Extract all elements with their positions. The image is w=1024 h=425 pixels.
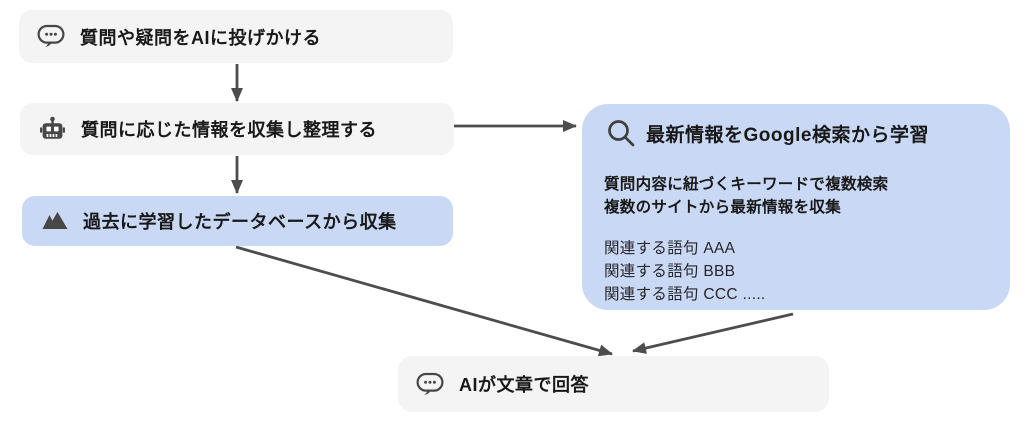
node-collect-info: 質問に応じた情報を収集し整理する	[20, 103, 454, 155]
keyword-line: 関連する語句 CCC .....	[604, 286, 766, 303]
search-panel-description: 質問内容に紐づくキーワードで複数検索 複数のサイトから最新情報を収集	[604, 173, 986, 219]
node-google-search: 最新情報をGoogle検索から学習 質問内容に紐づくキーワードで複数検索 複数の…	[582, 104, 1010, 310]
node-ask-question: 質問や疑問をAIに投げかける	[19, 10, 453, 63]
node-label: 質問に応じた情報を収集し整理する	[81, 120, 377, 140]
node-label: 質問や疑問をAIに投げかける	[80, 27, 321, 48]
keyword-line: 関連する語句 AAA	[604, 240, 736, 257]
node-label: 過去に学習したデータベースから収集	[83, 212, 397, 232]
search-panel-header: 最新情報をGoogle検索から学習	[604, 117, 986, 149]
mountain-icon	[38, 210, 70, 232]
description-line: 複数のサイトから最新情報を収集	[604, 199, 842, 216]
search-icon	[604, 117, 638, 149]
arrow-search-to-answer	[632, 312, 794, 354]
robot-icon	[36, 116, 68, 143]
node-label: AIが文章で回答	[459, 375, 589, 395]
arrow-database-to-answer	[235, 245, 613, 357]
description-line: 質問内容に紐づくキーワードで複数検索	[604, 176, 889, 193]
search-panel-title: 最新情報をGoogle検索から学習	[646, 124, 929, 146]
node-database-collect: 過去に学習したデータベースから収集	[22, 196, 453, 246]
chat-bubble-icon	[35, 24, 67, 49]
chat-bubble-icon	[414, 372, 446, 397]
search-panel-keywords: 関連する語句 AAA 関連する語句 BBB 関連する語句 CCC .....	[604, 237, 986, 306]
node-ai-answer: AIが文章で回答	[398, 356, 829, 412]
keyword-line: 関連する語句 BBB	[604, 263, 736, 280]
